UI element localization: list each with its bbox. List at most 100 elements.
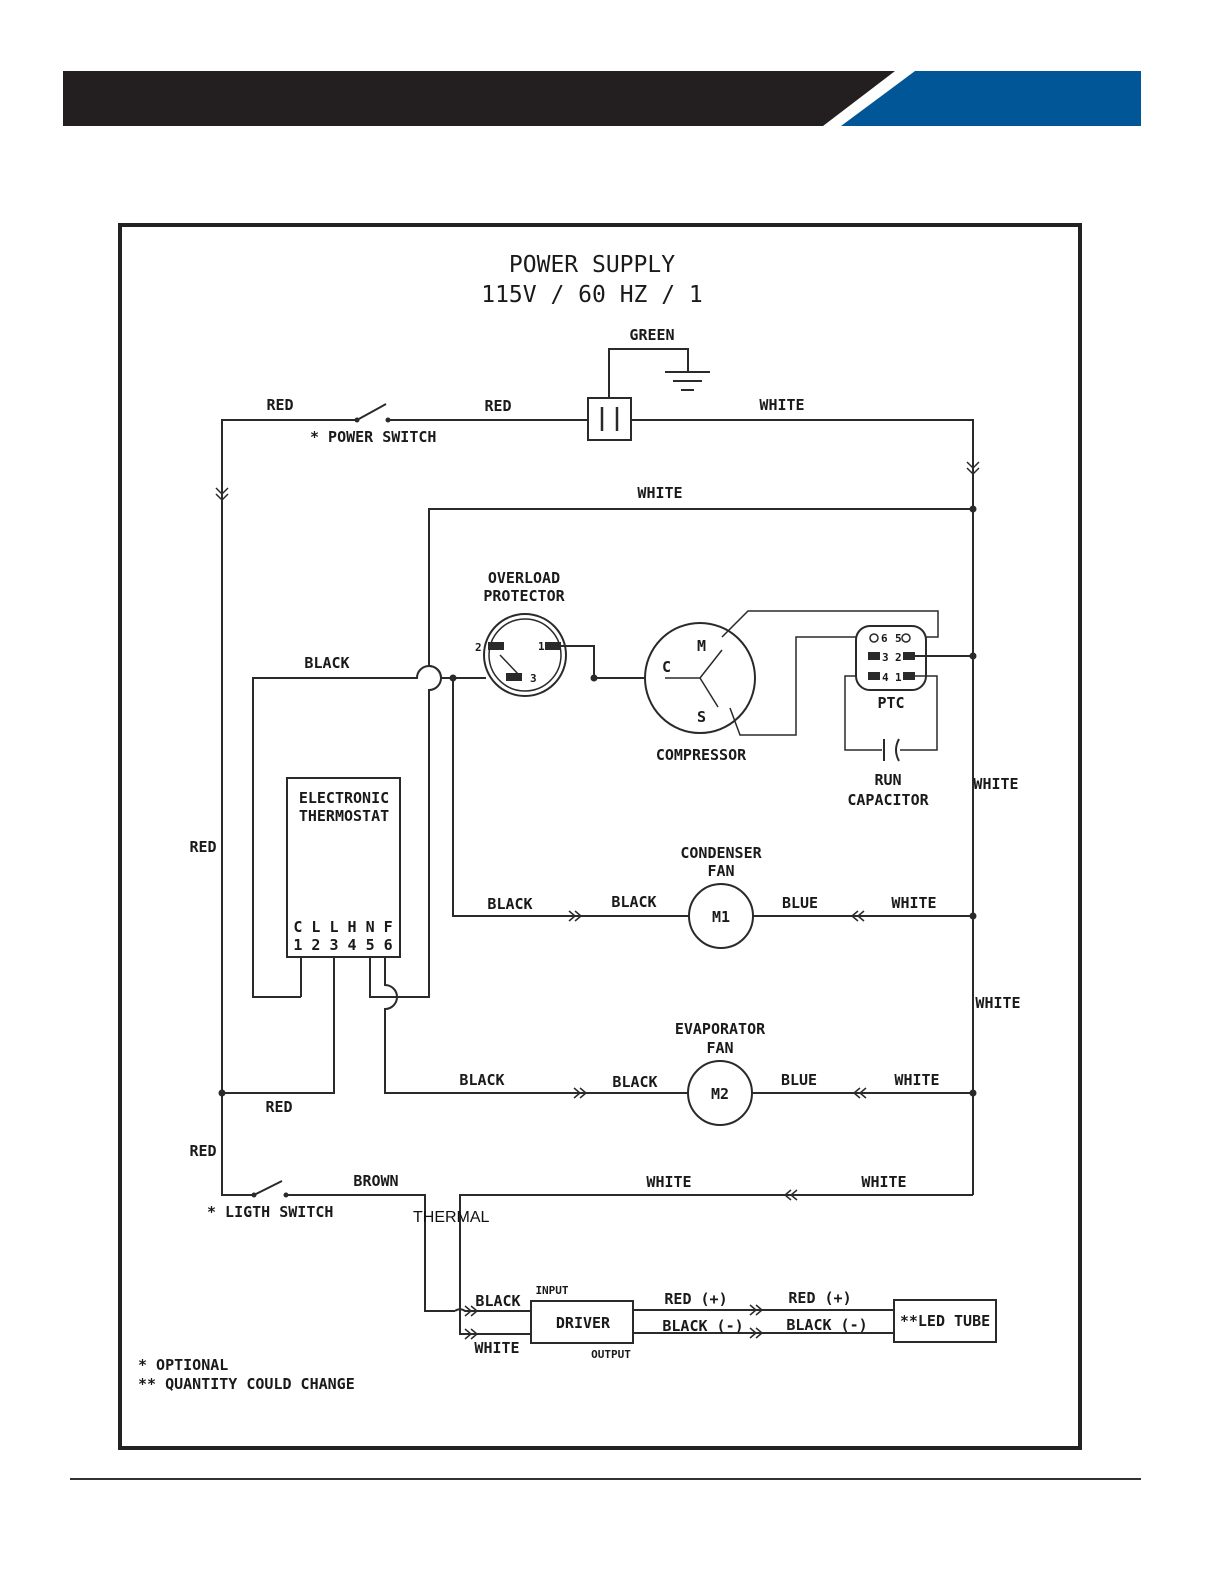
svg-text:BLACK: BLACK: [611, 893, 656, 911]
svg-text:RED (+): RED (+): [788, 1289, 851, 1307]
evaporator-fan-motor: [687, 1060, 753, 1126]
svg-text:BLACK: BLACK: [459, 1071, 504, 1089]
overload-label-1: OVERLOAD: [488, 569, 560, 587]
svg-text:1: 1: [538, 640, 545, 653]
svg-text:6: 6: [881, 632, 888, 645]
wire-label-white-bottom-right: WHITE: [861, 1173, 906, 1191]
evaporator-fan-label-1: EVAPORATOR: [675, 1020, 766, 1038]
driver: [530, 1300, 634, 1344]
wire-condenser-fan: [452, 678, 973, 917]
svg-text:BLACK (-): BLACK (-): [662, 1317, 743, 1335]
power-supply-spec: 115V / 60 HZ / 1: [481, 282, 703, 308]
driver-label: DRIVER: [556, 1314, 611, 1332]
svg-text:2: 2: [895, 651, 902, 664]
overload-label-2: PROTECTOR: [483, 587, 565, 605]
wire-brown: [286, 1194, 455, 1312]
wire-driver-in-black: [454, 1308, 531, 1312]
wire-label-red-left: RED: [189, 838, 216, 856]
arrow-left-rail: [215, 487, 229, 502]
svg-text:BLACK: BLACK: [487, 895, 532, 913]
wire-thermostat-n: [369, 957, 400, 998]
run-capacitor-label-1: RUN: [874, 771, 901, 789]
svg-text:3: 3: [530, 672, 537, 685]
svg-text:WHITE: WHITE: [894, 1071, 939, 1089]
banner-dark-bar: [63, 71, 895, 126]
wire-red-top: [221, 419, 355, 1093]
svg-text:WHITE: WHITE: [474, 1339, 519, 1357]
light-switch-label: * LIGTH SWITCH: [207, 1203, 333, 1221]
svg-text:2: 2: [475, 641, 482, 654]
svg-text:1: 1: [895, 671, 902, 684]
wire-white-bottom: [459, 1194, 973, 1290]
svg-text:WHITE: WHITE: [891, 894, 936, 912]
svg-text:S: S: [697, 708, 706, 726]
run-capacitor-wire: [844, 675, 938, 751]
overload-protector: [483, 613, 567, 697]
wire-label-red-lower: RED: [265, 1098, 292, 1116]
wire-label-white-right-1: WHITE: [973, 775, 1018, 793]
wire-label-green: GREEN: [629, 326, 674, 344]
ptc: [855, 625, 927, 691]
banner-blue-accent: [841, 71, 1141, 126]
wire-overload-compressor: [561, 645, 665, 679]
svg-text:RED (+): RED (+): [664, 1290, 727, 1308]
svg-text:5: 5: [895, 632, 902, 645]
arrow-right-rail: [966, 461, 980, 476]
note-optional: * OPTIONAL: [138, 1356, 228, 1374]
wire-label-white-top: WHITE: [759, 396, 804, 414]
wiring-diagram-frame: [118, 223, 1082, 1450]
wire-label-brown: BROWN: [353, 1172, 398, 1190]
led-tube: [893, 1299, 997, 1343]
thermostat-label-2: THERMOSTAT: [299, 807, 389, 825]
wire-red-bottom: [221, 1093, 252, 1196]
wire-label-red-top-left: RED: [266, 396, 293, 414]
condenser-fan-label-2: FAN: [707, 862, 734, 880]
thermostat-terminal-numbers: 1 2 3 4 5 6: [293, 936, 392, 954]
wire-thermostat-red: [222, 957, 335, 1094]
svg-text:OUTPUT: OUTPUT: [591, 1348, 631, 1361]
wire-compressor-s: [729, 636, 870, 736]
wire-compressor-m: [721, 610, 939, 638]
wire-label-black-left: BLACK: [304, 654, 349, 672]
power-switch: [356, 403, 387, 421]
svg-text:3: 3: [882, 651, 889, 664]
wire-label-white-upper: WHITE: [637, 484, 682, 502]
compressor-label: COMPRESSOR: [656, 746, 747, 764]
ptc-label: PTC: [877, 694, 904, 712]
wire-driver-in-white: [459, 1290, 531, 1335]
svg-text:M2: M2: [711, 1085, 729, 1103]
wire-label-red-bottom: RED: [189, 1142, 216, 1160]
svg-text:BLACK: BLACK: [475, 1292, 520, 1310]
evaporator-fan-label-2: FAN: [706, 1039, 733, 1057]
power-switch-label: * POWER SWITCH: [310, 428, 436, 446]
condenser-fan-motor: [688, 883, 754, 949]
svg-text:INPUT: INPUT: [535, 1284, 568, 1297]
power-supply-title: POWER SUPPLY: [509, 252, 675, 278]
condenser-fan-label-1: CONDENSER: [680, 844, 762, 862]
wire-label-white-bottom-mid: WHITE: [646, 1173, 691, 1191]
svg-text:C: C: [662, 658, 671, 676]
thermostat-terminal-letters: C L L H N F: [293, 918, 392, 936]
note-quantity: ** QUANTITY COULD CHANGE: [138, 1375, 355, 1393]
footer-rule: [70, 1478, 1141, 1480]
ground-wire: [608, 348, 689, 398]
electronic-thermostat: [286, 777, 401, 958]
wire-black-thermostat: [252, 665, 486, 998]
wire-label-red-top-mid: RED: [484, 397, 511, 415]
svg-text:BLACK: BLACK: [612, 1073, 657, 1091]
wire-white-top: [631, 419, 974, 1195]
light-switch: [253, 1180, 283, 1196]
run-capacitor-label-2: CAPACITOR: [847, 791, 929, 809]
thermostat-label-1: ELECTRONIC: [299, 789, 389, 807]
wire-label-white-right-2: WHITE: [975, 994, 1020, 1012]
power-plug: [587, 397, 632, 441]
svg-text:BLACK (-): BLACK (-): [786, 1316, 867, 1334]
wire-thermostat-f: [384, 957, 573, 1094]
svg-text:4: 4: [882, 671, 889, 684]
thermal-label: THERMAL: [413, 1209, 490, 1226]
svg-text:M: M: [697, 637, 706, 655]
svg-text:M1: M1: [712, 908, 730, 926]
header-banner: [63, 71, 1141, 126]
svg-text:BLUE: BLUE: [782, 894, 818, 912]
